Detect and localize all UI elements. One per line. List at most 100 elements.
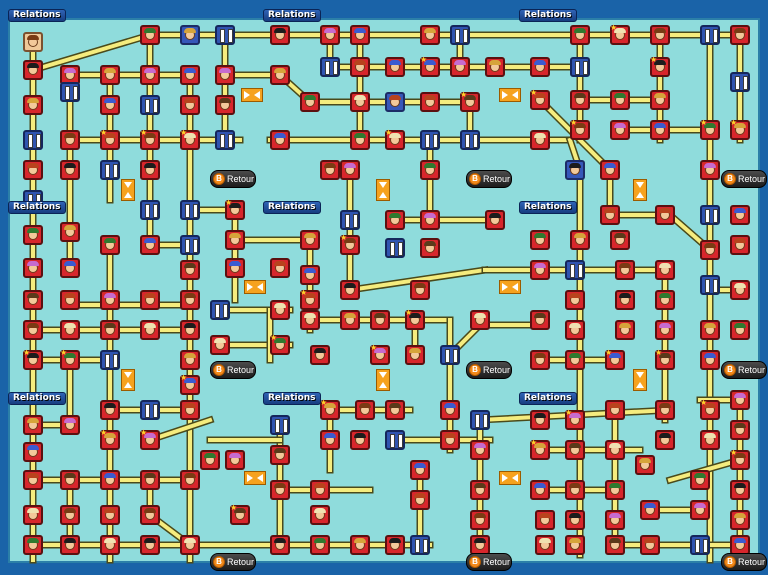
player-portrait-icon[interactable] [60, 415, 80, 435]
player-portrait-icon[interactable] [300, 310, 320, 330]
player-portrait-icon[interactable] [60, 130, 80, 150]
gate-icon[interactable] [140, 200, 160, 220]
player-portrait-icon[interactable] [140, 505, 160, 525]
player-portrait-icon[interactable] [600, 160, 620, 180]
player-portrait-icon[interactable]: ★ [340, 234, 360, 255]
player-portrait-icon[interactable] [420, 210, 440, 230]
player-portrait-icon[interactable]: ★ [650, 56, 670, 77]
player-portrait-icon[interactable] [350, 57, 370, 77]
player-portrait-icon[interactable] [140, 25, 160, 45]
player-portrait-icon[interactable] [470, 535, 490, 555]
player-portrait-icon[interactable] [225, 258, 245, 278]
player-portrait-icon[interactable] [350, 92, 370, 112]
player-portrait-icon[interactable]: ★ [300, 289, 320, 310]
player-portrait-icon[interactable]: ★ [180, 374, 200, 395]
player-portrait-icon[interactable] [23, 32, 43, 52]
player-portrait-icon[interactable] [410, 490, 430, 510]
player-portrait-icon[interactable] [60, 222, 80, 242]
player-portrait-icon[interactable] [605, 440, 625, 460]
gate-icon[interactable] [470, 410, 490, 430]
double-arrow-icon[interactable] [633, 179, 647, 201]
player-portrait-icon[interactable] [23, 290, 43, 310]
gate-icon[interactable] [100, 350, 120, 370]
player-portrait-icon[interactable] [340, 280, 360, 300]
player-portrait-icon[interactable] [450, 57, 470, 77]
player-portrait-icon[interactable]: ★ [100, 429, 120, 450]
player-portrait-icon[interactable] [635, 455, 655, 475]
player-portrait-icon[interactable]: ★ [225, 199, 245, 220]
gate-icon[interactable] [180, 200, 200, 220]
player-portrait-icon[interactable] [615, 260, 635, 280]
player-portrait-icon[interactable] [270, 130, 290, 150]
gate-icon[interactable] [460, 130, 480, 150]
player-portrait-icon[interactable] [310, 505, 330, 525]
player-portrait-icon[interactable] [565, 510, 585, 530]
player-portrait-icon[interactable]: ★ [405, 309, 425, 330]
player-portrait-icon[interactable] [300, 230, 320, 250]
player-portrait-icon[interactable] [655, 320, 675, 340]
player-portrait-icon[interactable] [570, 90, 590, 110]
player-portrait-icon[interactable] [180, 470, 200, 490]
player-portrait-icon[interactable] [385, 535, 405, 555]
player-portrait-icon[interactable] [650, 25, 670, 45]
player-portrait-icon[interactable] [140, 160, 160, 180]
player-portrait-icon[interactable] [385, 400, 405, 420]
player-portrait-icon[interactable] [530, 260, 550, 280]
player-portrait-icon[interactable] [270, 535, 290, 555]
player-portrait-icon[interactable] [100, 470, 120, 490]
player-portrait-icon[interactable] [655, 430, 675, 450]
player-portrait-icon[interactable] [690, 500, 710, 520]
player-portrait-icon[interactable] [565, 440, 585, 460]
player-portrait-icon[interactable]: ★ [230, 504, 250, 525]
player-portrait-icon[interactable] [140, 535, 160, 555]
player-portrait-icon[interactable] [180, 290, 200, 310]
player-portrait-icon[interactable] [270, 480, 290, 500]
player-portrait-icon[interactable] [530, 310, 550, 330]
player-portrait-icon[interactable] [730, 390, 750, 410]
player-portrait-icon[interactable] [385, 92, 405, 112]
player-portrait-icon[interactable] [23, 442, 43, 462]
gate-icon[interactable] [320, 57, 340, 77]
player-portrait-icon[interactable] [60, 320, 80, 340]
gate-icon[interactable] [690, 535, 710, 555]
player-portrait-icon[interactable] [270, 300, 290, 320]
player-portrait-icon[interactable] [655, 205, 675, 225]
player-portrait-icon[interactable] [140, 290, 160, 310]
gate-icon[interactable] [700, 205, 720, 225]
player-portrait-icon[interactable] [410, 460, 430, 480]
player-portrait-icon[interactable] [215, 65, 235, 85]
player-portrait-icon[interactable] [700, 430, 720, 450]
player-portrait-icon[interactable]: ★ [530, 439, 550, 460]
gate-icon[interactable] [410, 535, 430, 555]
player-portrait-icon[interactable] [570, 230, 590, 250]
double-arrow-icon[interactable] [376, 369, 390, 391]
player-portrait-icon[interactable] [530, 130, 550, 150]
player-portrait-icon[interactable] [730, 235, 750, 255]
player-portrait-icon[interactable] [640, 500, 660, 520]
player-portrait-icon[interactable] [23, 415, 43, 435]
player-portrait-icon[interactable] [23, 535, 43, 555]
gate-icon[interactable] [730, 72, 750, 92]
player-portrait-icon[interactable] [180, 535, 200, 555]
gate-icon[interactable] [700, 275, 720, 295]
player-portrait-icon[interactable] [385, 210, 405, 230]
player-portrait-icon[interactable] [730, 280, 750, 300]
player-portrait-icon[interactable] [485, 57, 505, 77]
player-portrait-icon[interactable] [420, 25, 440, 45]
player-portrait-icon[interactable]: ★ [730, 119, 750, 140]
player-portrait-icon[interactable] [100, 320, 120, 340]
player-portrait-icon[interactable] [730, 420, 750, 440]
player-portrait-icon[interactable] [615, 320, 635, 340]
player-portrait-icon[interactable] [300, 92, 320, 112]
player-portrait-icon[interactable] [370, 310, 390, 330]
gate-icon[interactable] [700, 25, 720, 45]
player-portrait-icon[interactable] [470, 310, 490, 330]
player-portrait-icon[interactable] [215, 95, 235, 115]
player-portrait-icon[interactable]: ★ [320, 399, 340, 420]
player-portrait-icon[interactable] [700, 320, 720, 340]
